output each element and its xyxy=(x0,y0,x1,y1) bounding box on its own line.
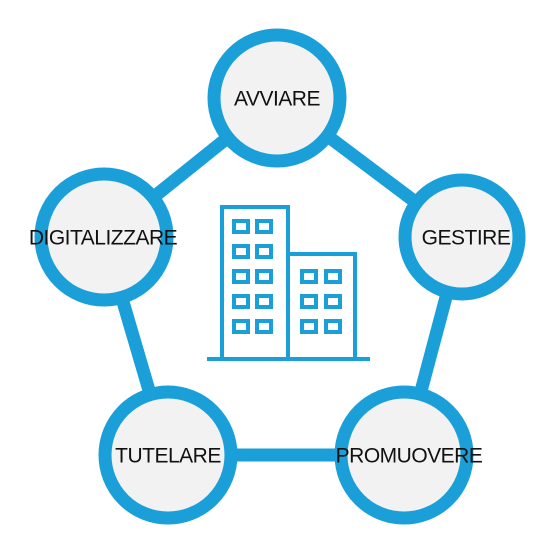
node-label-digitalizzare: DIGITALIZZARE xyxy=(29,227,178,250)
node-label-gestire: GESTIRE xyxy=(422,227,511,250)
node-circle xyxy=(334,385,474,525)
node-promuovere: PROMUOVERE xyxy=(334,385,483,525)
node-circle xyxy=(98,385,238,525)
node-circle xyxy=(34,167,174,307)
node-circle xyxy=(398,173,526,301)
node-circle xyxy=(207,28,347,168)
node-digitalizzare: DIGITALIZZARE xyxy=(29,167,178,307)
node-label-promuovere: PROMUOVERE xyxy=(336,445,483,468)
node-gestire: GESTIRE xyxy=(398,173,526,301)
node-tutelare: TUTELARE xyxy=(98,385,238,525)
office-buildings-icon xyxy=(207,205,370,361)
node-avviare: AVVIARE xyxy=(207,28,347,168)
node-label-avviare: AVVIARE xyxy=(234,88,320,111)
node-label-tutelare: TUTELARE xyxy=(115,445,221,468)
